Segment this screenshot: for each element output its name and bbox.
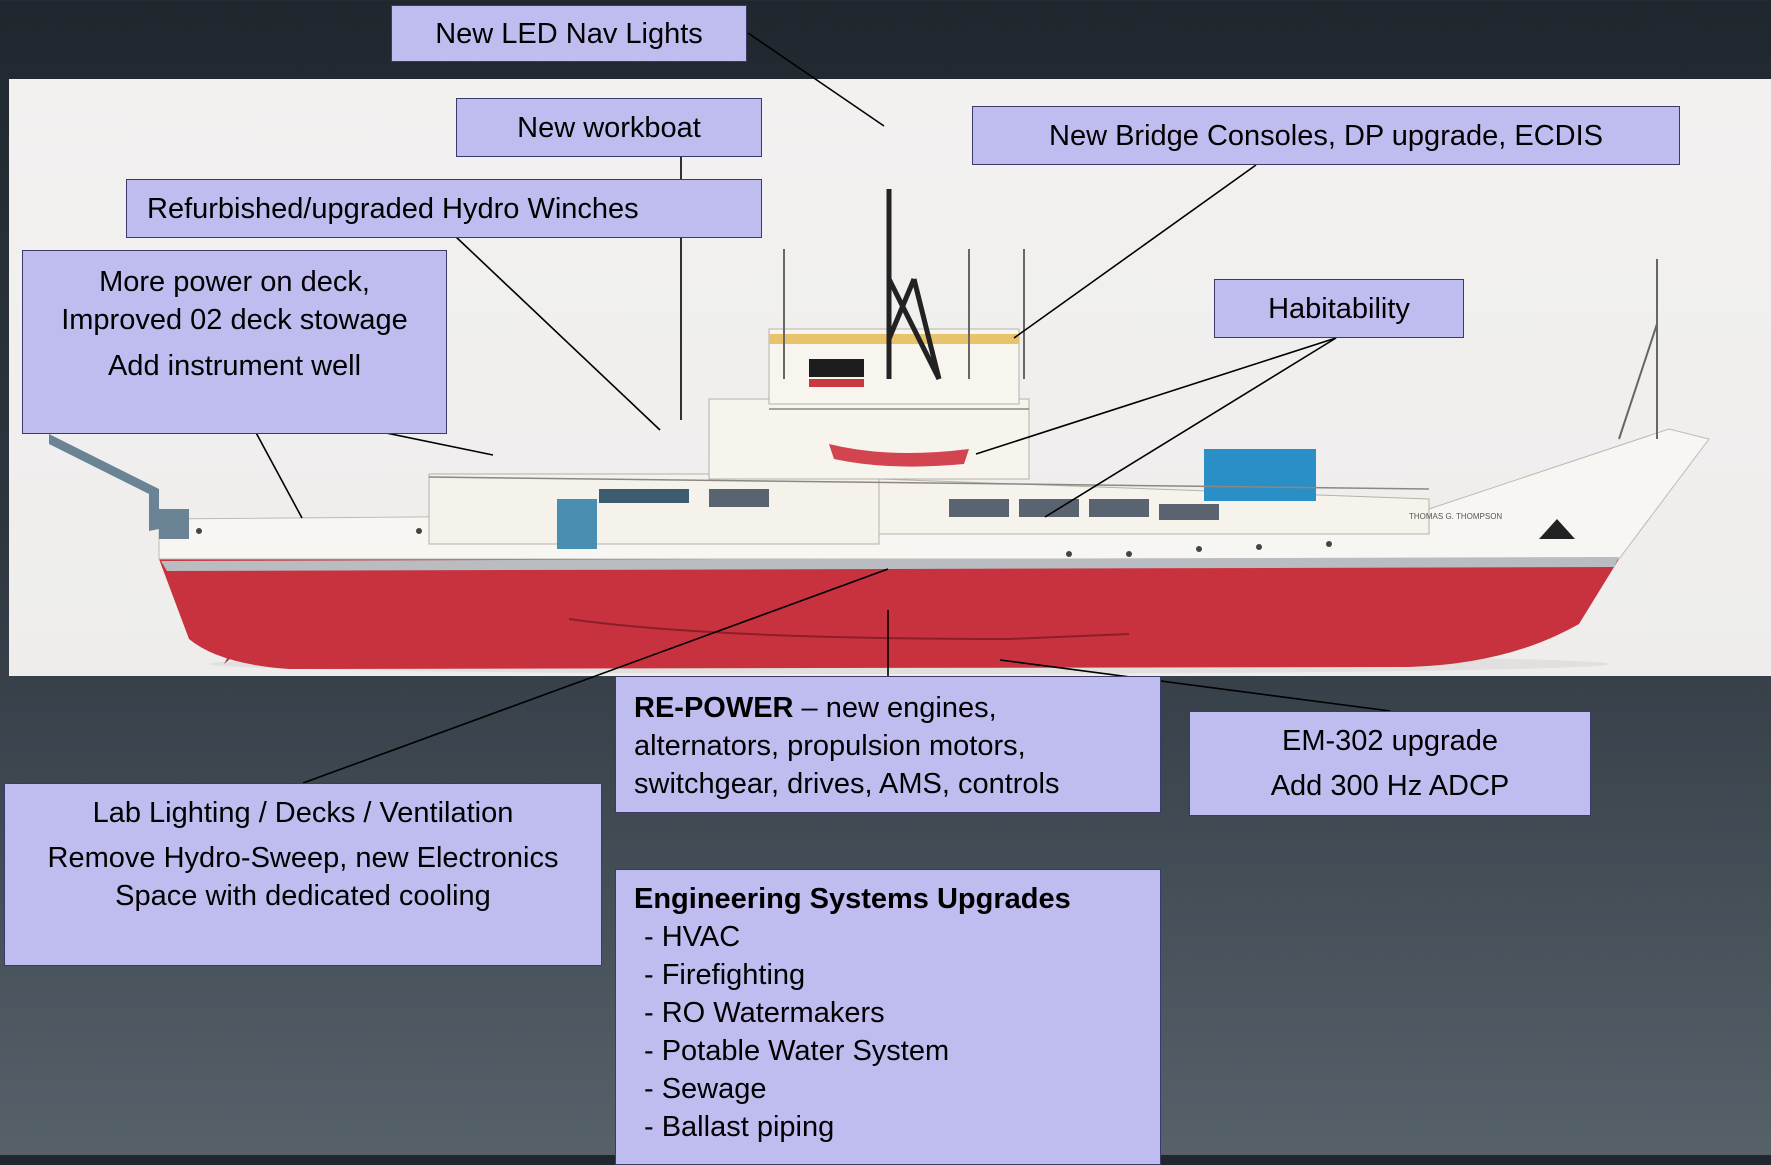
- main-mast: [886, 189, 942, 381]
- callout-hydro-winches: Refurbished/upgraded Hydro Winches: [126, 179, 762, 238]
- engineering-item: - HVAC: [644, 921, 741, 953]
- engineering-item: - Ballast piping: [644, 1111, 835, 1143]
- callout-lab: Lab Lighting / Decks / Ventilation Remov…: [4, 783, 602, 966]
- workboat-shape: [829, 444, 969, 467]
- habitability-text: Habitability: [1268, 293, 1410, 325]
- callout-workboat: New workboat: [456, 98, 762, 157]
- blue-container: [1204, 449, 1316, 501]
- engineering-item: - RO Watermakers: [644, 997, 885, 1029]
- winches-text: Refurbished/upgraded Hydro Winches: [147, 193, 639, 225]
- repower-rest: – new engines,: [793, 692, 997, 724]
- repower-line-3: switchgear, drives, AMS, controls: [634, 768, 1060, 800]
- engineering-item: - Sewage: [644, 1073, 767, 1105]
- nav-lights-text: New LED Nav Lights: [435, 18, 703, 50]
- callout-em302: EM-302 upgrade Add 300 Hz ADCP: [1189, 711, 1591, 816]
- hull-red: [159, 559, 1619, 669]
- callout-habitability: Habitability: [1214, 279, 1464, 338]
- deck-power-line-1: More power on deck,: [99, 266, 370, 298]
- callout-repower: RE-POWER – new engines, alternators, pro…: [615, 676, 1161, 813]
- callout-deck-power: More power on deck, Improved 02 deck sto…: [22, 250, 447, 434]
- hull-name-text: THOMAS G. THOMPSON: [1409, 512, 1502, 521]
- boot-stripe: [161, 557, 1619, 571]
- em302-line-1: EM-302 upgrade: [1281, 725, 1499, 757]
- repower-bold: RE-POWER: [634, 692, 794, 724]
- workboat-text: New workboat: [517, 112, 701, 144]
- bridge-text: New Bridge Consoles, DP upgrade, ECDIS: [1049, 120, 1603, 152]
- hangar-door: [557, 499, 597, 549]
- stern-crane: [49, 434, 159, 531]
- callout-engineering: Engineering Systems Upgrades - HVAC - Fi…: [615, 869, 1161, 1165]
- engineering-title: Engineering Systems Upgrades: [634, 883, 1071, 915]
- repower-line-2: alternators, propulsion motors,: [634, 730, 1026, 762]
- repower-line-1: RE-POWER – new engines,: [634, 689, 1160, 727]
- em302-line-2: Add 300 Hz ADCP: [1270, 770, 1510, 802]
- callout-nav-lights: New LED Nav Lights: [391, 5, 747, 62]
- bridge-deck: [708, 398, 1030, 480]
- callout-bridge: New Bridge Consoles, DP upgrade, ECDIS: [972, 106, 1680, 165]
- deck-power-line-2: Improved 02 deck stowage: [61, 304, 408, 336]
- lab-line-2: Remove Hydro-Sweep, new Electronics Spac…: [47, 842, 559, 912]
- lab-line-1: Lab Lighting / Decks / Ventilation: [92, 797, 514, 829]
- deck-power-line-3: Add instrument well: [107, 350, 362, 382]
- engineering-item: - Potable Water System: [644, 1035, 950, 1067]
- anchor-icon: [1539, 519, 1575, 539]
- engineering-item: - Firefighting: [644, 959, 806, 991]
